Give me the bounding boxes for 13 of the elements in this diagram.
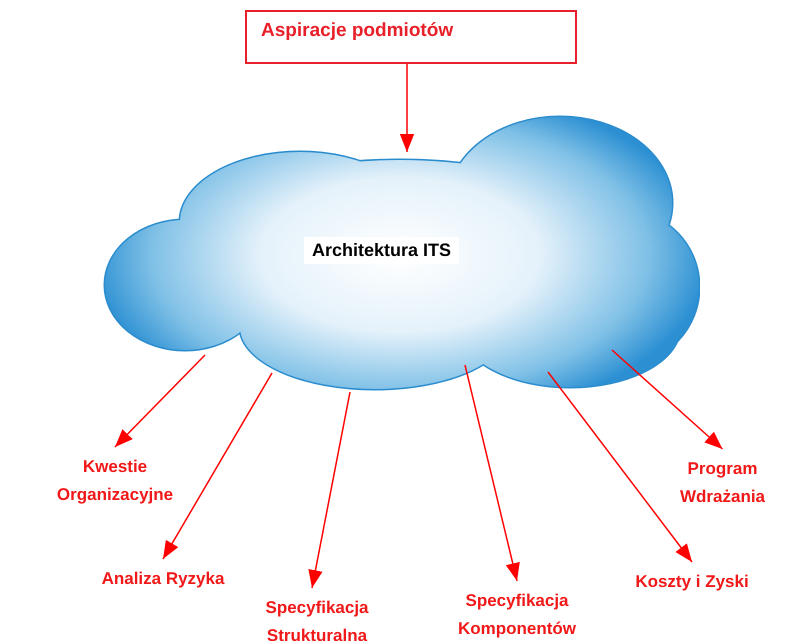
box-title: Aspiracje podmiotów <box>261 20 454 42</box>
text-box <box>245 10 577 64</box>
arrow <box>547 372 693 562</box>
label-text: Program Wdrażania <box>655 455 790 511</box>
label-text: Kwestie Organizacyjne <box>30 453 200 509</box>
arrow <box>114 354 206 448</box>
arrow <box>400 64 414 152</box>
cloud-title: Architektura ITS <box>304 237 460 264</box>
arrow <box>308 392 351 588</box>
label-text: Specyfikacja Strukturalna <box>232 594 402 641</box>
arrow <box>162 372 273 560</box>
arrow <box>612 349 723 450</box>
label-text: Analiza Ryzyka <box>68 565 258 593</box>
